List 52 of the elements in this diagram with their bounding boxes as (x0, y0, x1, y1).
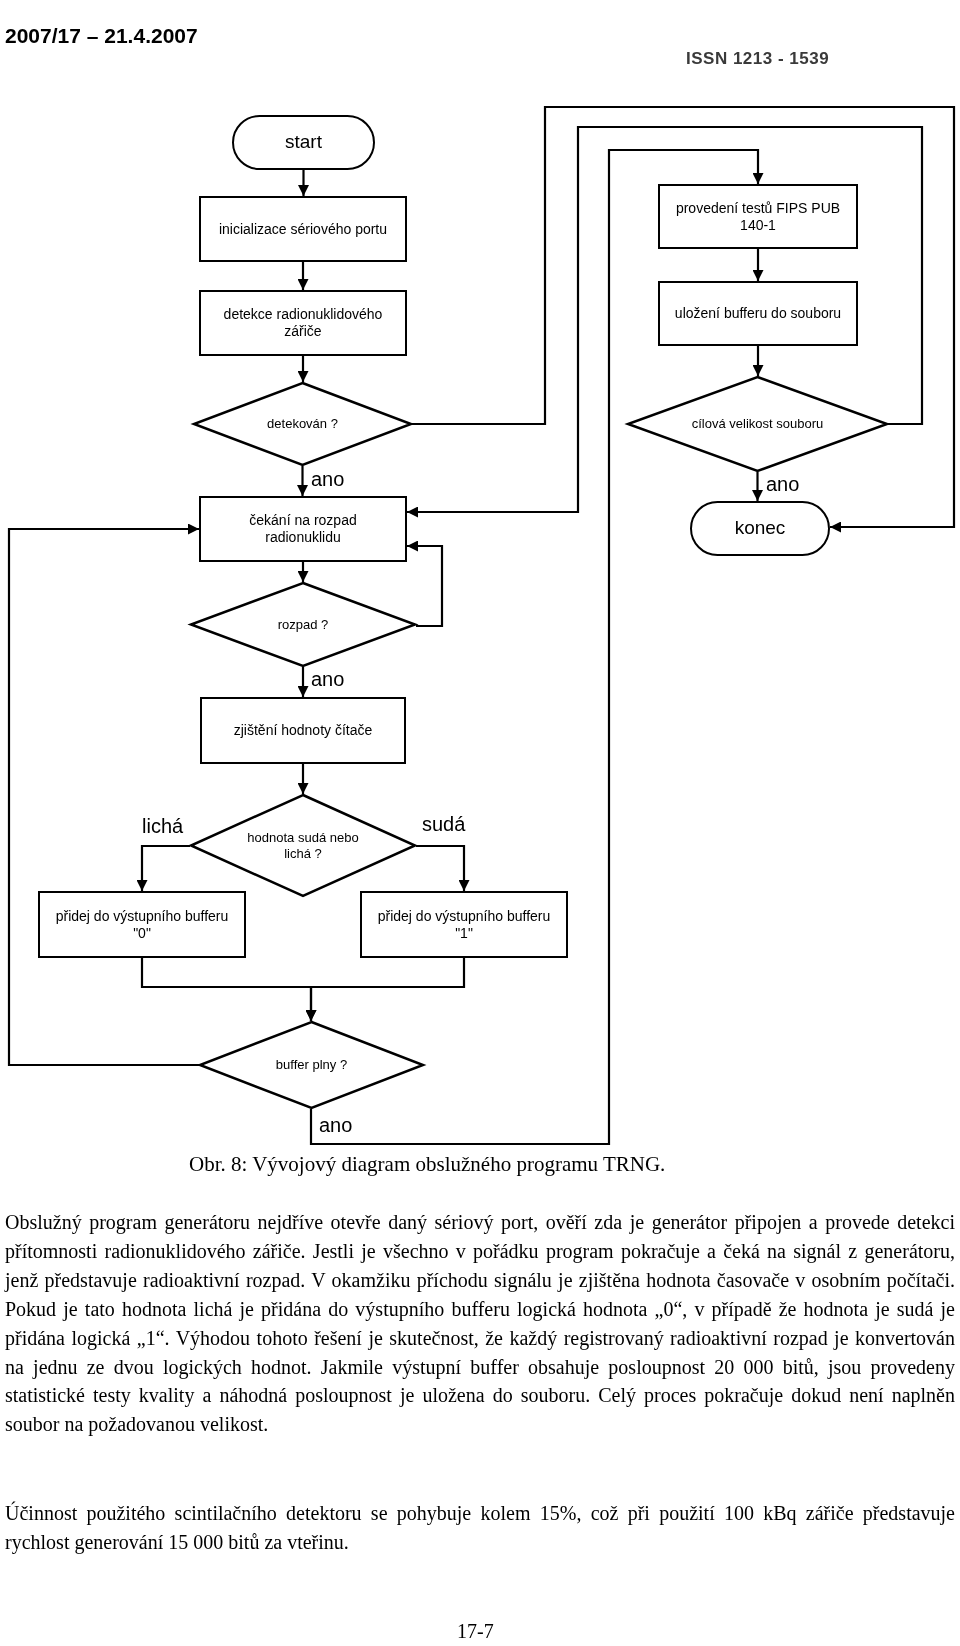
node-text: konec (734, 517, 786, 540)
process-box (658, 281, 858, 346)
process-box (199, 196, 407, 262)
arrow (7, 523, 199, 1067)
paragraph: Obslužný program generátoru nejdříve otevře daný sériový port, ověří zda je generátor připojen a provede detekci přítomnosti radionuklidového zářiče. Jestli je všechno v pořádku program pokračuje a čeká na signál z generátoru, jenž představuje radioaktivní rozpad. V okamžiku příchodu signálu je zjištěna hodnota časovače v osobním počítači. Pokud je tato hodnota lichá je přidána do výstupního bufferu logická hodnota „0“, v případě že hodnota je sudá je přidána logická „1“. Výhodou tohoto řešení je skutečnost, že každý registrovaný radioaktivní rozpad je konvertován na jednu ze dvou logických hodnot. Jakmile výstupní buffer obsahuje posloupnost 20 000 bitů, jsou provedeny statistické testy kvality a náhodná posloupnost je uložena do souboru. Celý proces pokračuje dokud není naplněn soubor na požadovanou velikost. (5, 1210, 955, 1438)
process-box (199, 496, 407, 562)
arrow (297, 562, 309, 582)
node-text: cílová velikost souboru (691, 416, 824, 432)
arrow (297, 356, 309, 382)
arrow (298, 170, 309, 196)
node-text: buffer plny ? (275, 1057, 348, 1073)
process-box (199, 290, 407, 356)
decision-diamond (190, 582, 416, 667)
decision-diamond (193, 382, 412, 466)
decision-diamond (190, 794, 416, 897)
node-text: detekován ? (267, 416, 338, 432)
arrow (309, 148, 764, 1146)
decision-diamond (199, 1021, 424, 1109)
process-box (658, 184, 858, 249)
arrow (136, 844, 190, 891)
node-text: start (285, 131, 322, 154)
issn-number: ISSN 1213 - 1539 (686, 49, 830, 69)
terminal-box (232, 115, 375, 170)
node-text: uložení bufferu do souboru (674, 305, 842, 322)
arrow (305, 958, 466, 1021)
process-box (38, 891, 246, 958)
node-text: přidej do výstupního bufferu "0" (54, 907, 230, 942)
process-box (360, 891, 568, 958)
arrow (297, 466, 308, 496)
node-text: zjištění hodnoty čítače (233, 722, 373, 739)
arrow (297, 764, 309, 794)
node-text: inicializace sériového portu (218, 220, 388, 238)
arrow (297, 667, 309, 697)
terminal-box (690, 501, 830, 556)
issue-date: 2007/17 – 21.4.2007 (5, 24, 198, 48)
arrow (297, 262, 309, 290)
process-box (200, 697, 406, 764)
arrow (416, 844, 470, 891)
decision-diamond (627, 376, 888, 472)
node-text: rozpad ? (277, 616, 329, 633)
page-number: 17-7 (457, 1620, 494, 1643)
node-text: čekání na rozpad radionuklidu (248, 512, 358, 546)
node-text: detekce radionuklidového zářiče (222, 306, 384, 340)
node-text: provedení testů FIPS PUB 140-1 (674, 199, 842, 234)
node-text: hodnota sudá nebo lichá ? (246, 829, 360, 862)
arrow (752, 249, 764, 281)
figure-caption: Obr. 8: Vývojový diagram obslužného programu TRNG. (189, 1152, 666, 1177)
arrow (752, 346, 764, 376)
paragraph: Účinnost použitého scintilačního detektoru se pohybuje kolem 15%, což při použití 100 kBq zářiče představuje rychlost generování 15 000 bitů za vteřinu. (5, 1500, 955, 1556)
arrow (407, 540, 444, 628)
arrow (752, 472, 763, 501)
node-text: přidej do výstupního bufferu "1" (376, 907, 552, 942)
